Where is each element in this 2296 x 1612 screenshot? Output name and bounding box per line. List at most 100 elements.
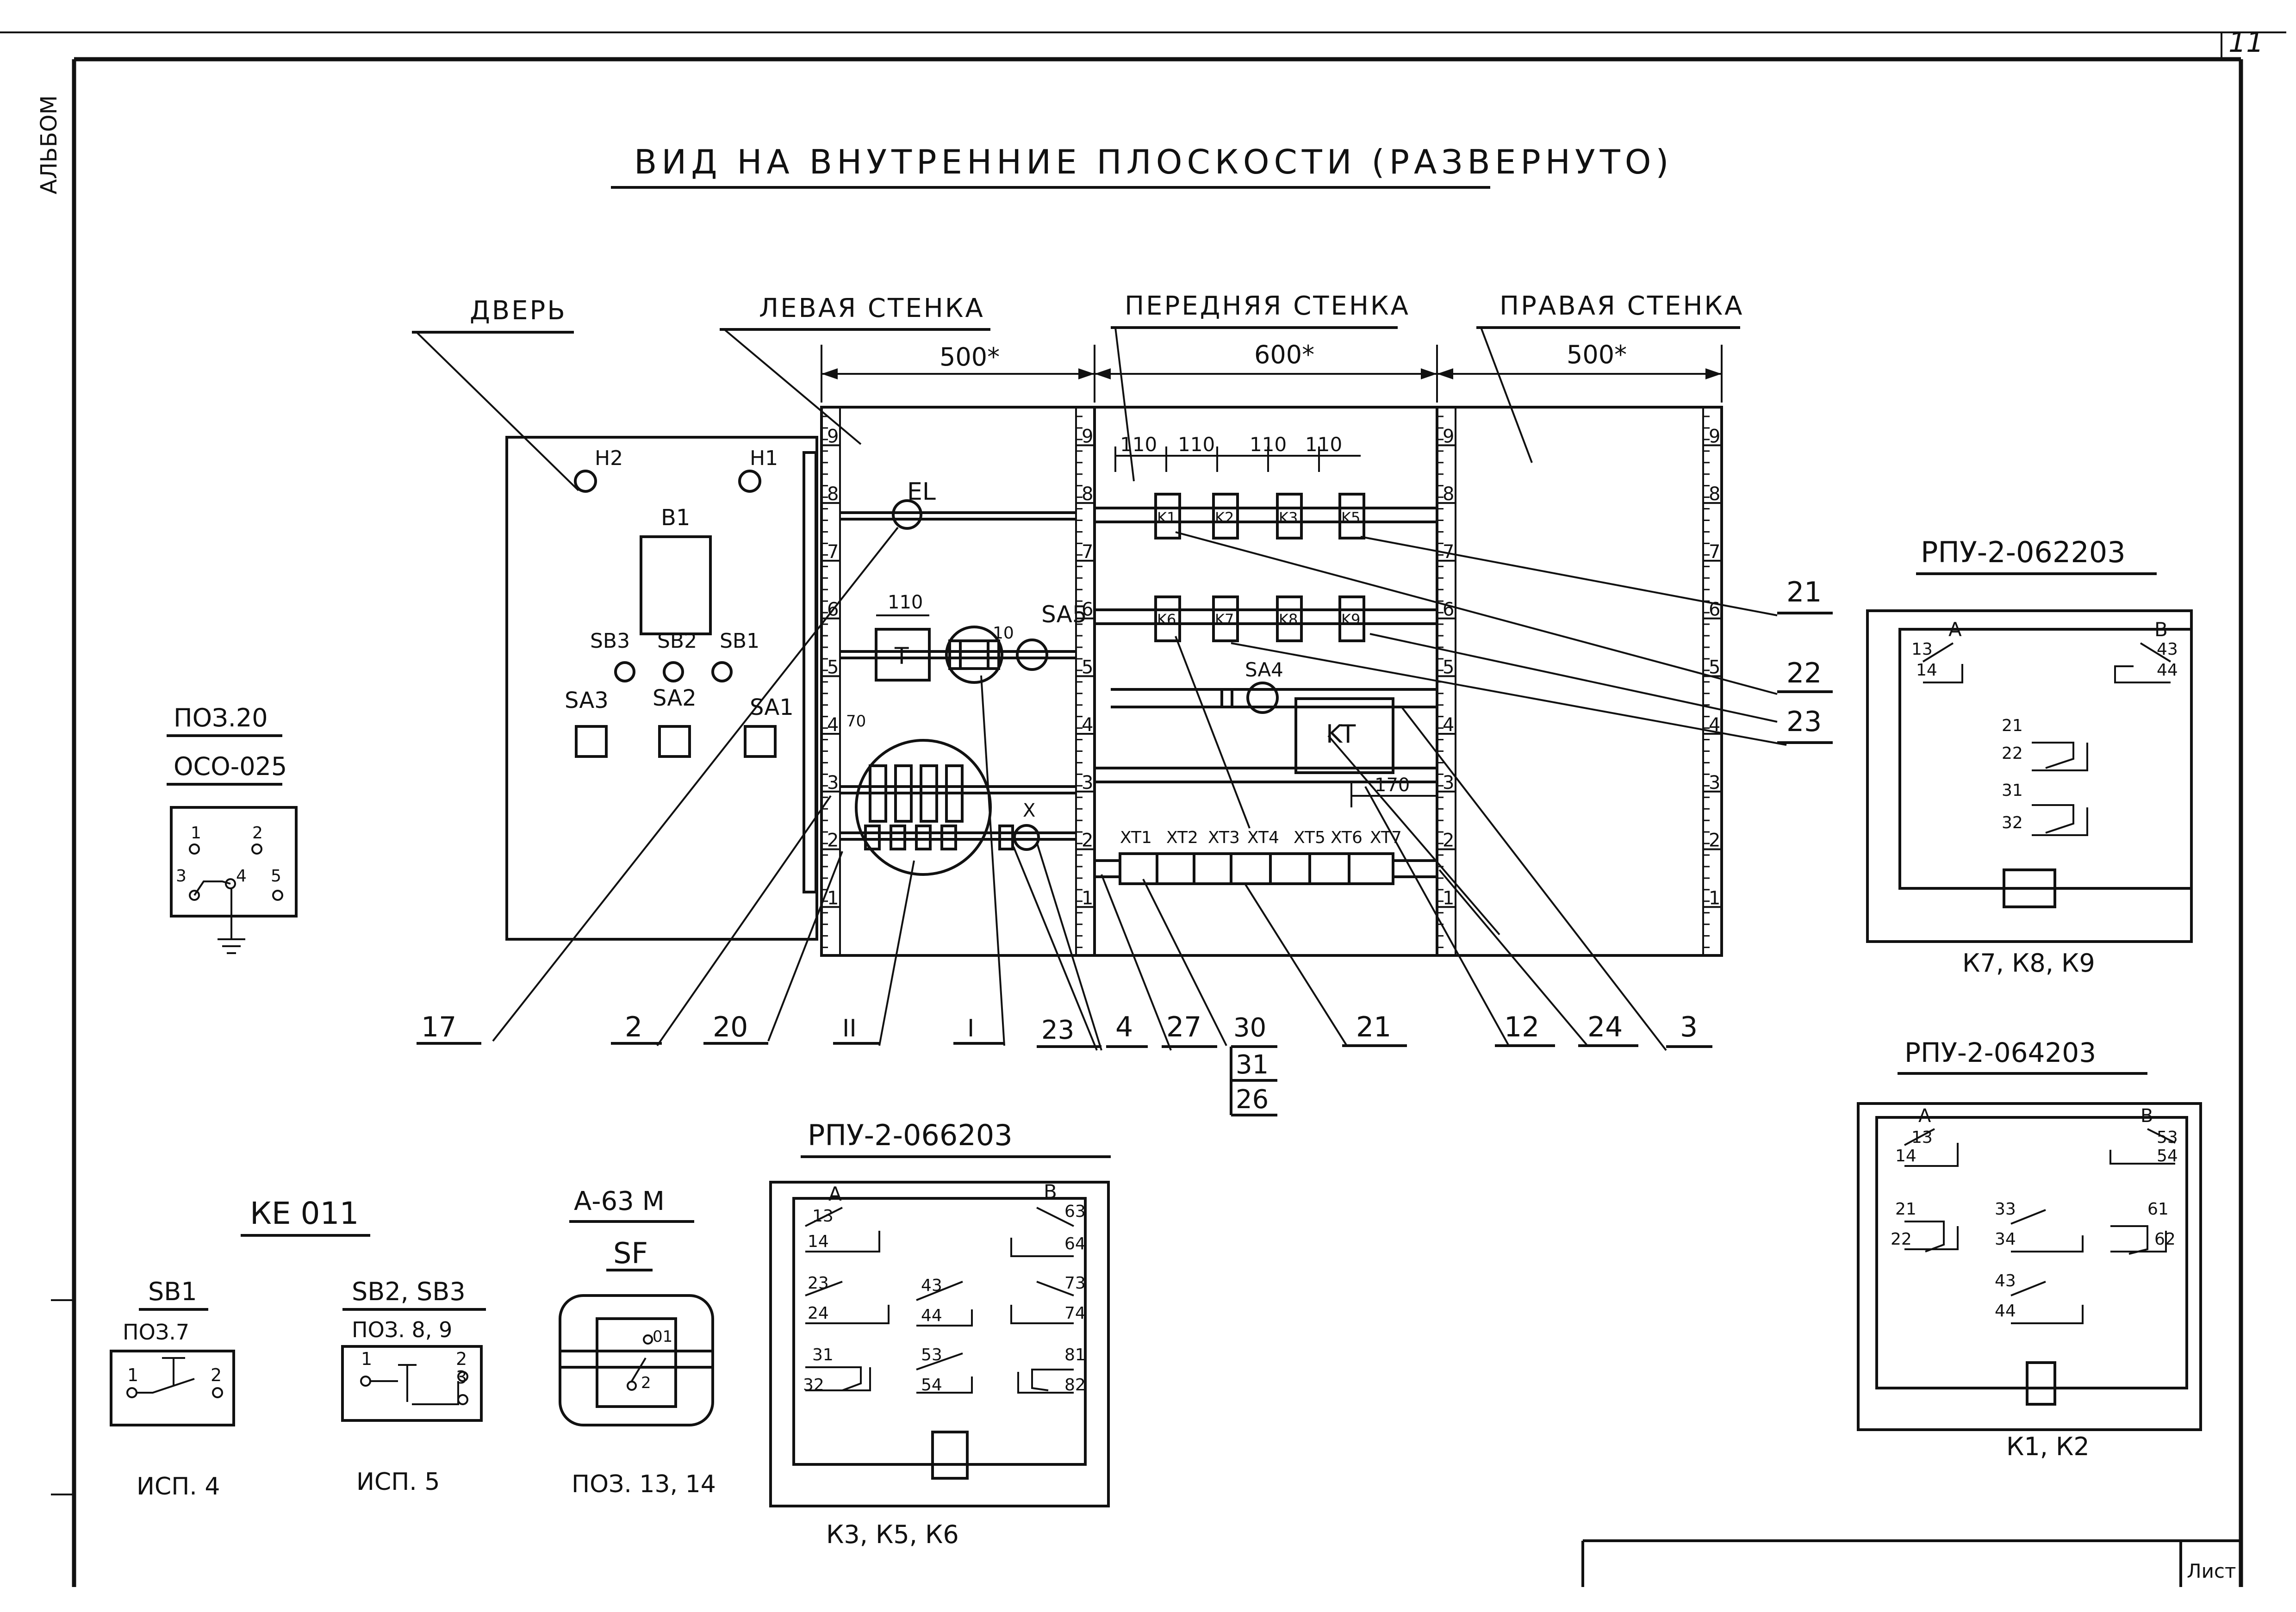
rpu-064203-symbol (1857, 1102, 2202, 1431)
callout-22-right: 22 (1786, 657, 1822, 689)
fuse-1 (945, 626, 1003, 684)
rpu-066203-53: 53 (921, 1345, 942, 1364)
callout-21-right: 21 (1786, 576, 1822, 608)
rpu-066203-73: 73 (1064, 1274, 1086, 1293)
dim-kt-offset: 170 (1375, 775, 1410, 796)
ke011-sb23-name: SB2, SB3 (352, 1277, 466, 1306)
sheet-label: Лист (2187, 1560, 2236, 1582)
rpu-066203-24: 24 (808, 1304, 829, 1323)
rpu-066203-63: 63 (1064, 1202, 1086, 1221)
callout-21-bottom: 21 (1356, 1011, 1391, 1043)
callout-I: I (967, 1015, 974, 1042)
label-h2: H2 (595, 446, 623, 470)
a63m-poz: ПОЗ. 13, 14 (572, 1470, 716, 1498)
label-k2: K2 (1215, 509, 1234, 527)
label-k8: K8 (1279, 611, 1298, 628)
rpu-064203-53: 53 (2157, 1128, 2178, 1147)
ruler-number-left-wall-left-3: 3 (827, 772, 839, 794)
oso-pin-2: 2 (252, 824, 263, 843)
rpu-066203-82: 82 (1064, 1376, 1086, 1395)
dim-front-width: 600* (1254, 340, 1314, 369)
ruler-number-right-wall-right-1: 1 (1709, 887, 1720, 909)
kt-offset-dim (1350, 782, 1437, 807)
ruler-number-right-wall-right-5: 5 (1709, 657, 1720, 678)
sb1-pin-1: 1 (127, 1365, 138, 1385)
label-sa3: SA3 (565, 688, 609, 713)
ke011-sb1-name: SB1 (148, 1277, 197, 1306)
rpu-066203-b: B (1044, 1180, 1057, 1203)
rpu-062203-21: 21 (2002, 716, 2023, 735)
ruler-number-left-wall-right-5: 5 (1082, 657, 1093, 678)
label-t: T (894, 643, 909, 670)
label-x: X (1023, 800, 1035, 821)
ruler-ticks (821, 415, 1722, 949)
rpu-066203-title: РПУ-2-066203 (808, 1118, 1013, 1152)
ke011-sb23-poz: ПОЗ. 8, 9 (352, 1317, 452, 1342)
ruler-number-left-wall-right-3: 3 (1082, 772, 1093, 794)
rpu-066203-74: 74 (1064, 1304, 1086, 1323)
ruler-number-front-wall-right-2: 2 (1443, 830, 1454, 851)
callout-2: 2 (625, 1011, 642, 1043)
ruler-number-right-wall-right-3: 3 (1709, 772, 1720, 794)
overall-dimensions (821, 345, 1723, 403)
callout-20: 20 (713, 1011, 748, 1043)
label-k5: K5 (1341, 509, 1360, 527)
ruler-number-left-wall-left-8: 8 (827, 484, 839, 505)
label-kt: KT (1326, 719, 1356, 749)
ruler-number-front-wall-right-9: 9 (1443, 426, 1454, 447)
oso-pin-3: 3 (176, 867, 187, 886)
a63m-pin-01: 01 (653, 1327, 672, 1346)
ruler-number-front-wall-right-8: 8 (1443, 484, 1454, 505)
label-xt1: XT1 (1120, 828, 1152, 847)
ruler-number-left-wall-left-1: 1 (827, 887, 839, 909)
left-wall-heading: ЛЕВАЯ СТЕНКА (759, 293, 985, 323)
rpu-066203-81: 81 (1064, 1345, 1086, 1364)
drawing-title: ВИД НА ВНУТРЕННИЕ ПЛОСКОСТИ (РАЗВЕРНУТО) (634, 143, 1674, 181)
oso-pin-5: 5 (271, 867, 281, 886)
oso-pin-1: 1 (191, 824, 201, 843)
sb1-pin-2: 2 (211, 1365, 222, 1385)
rpu-064203-b: B (2140, 1105, 2153, 1127)
rpu-062203-43: 43 (2157, 640, 2178, 659)
dim-relay-4: 110 (1305, 433, 1342, 456)
front-wall-heading: ПЕРЕДНЯЯ СТЕНКА (1125, 291, 1410, 321)
callout-23: 23 (1041, 1015, 1074, 1045)
ruler-number-left-wall-right-4: 4 (1082, 714, 1093, 736)
ruler-number-right-wall-right-8: 8 (1709, 484, 1720, 505)
rpu-064203-33: 33 (1995, 1200, 2016, 1219)
ruler-number-front-wall-right-6: 6 (1443, 599, 1454, 620)
label-k6: K6 (1157, 611, 1176, 628)
label-k1: K1 (1157, 509, 1176, 527)
dim-relay-3: 110 (1250, 433, 1287, 456)
ruler-number-front-wall-right-5: 5 (1443, 657, 1454, 678)
poz20-title: ПОЗ.20 (174, 703, 268, 732)
relays-mid-row (1154, 595, 1365, 642)
ruler-number-left-wall-right-9: 9 (1082, 426, 1093, 447)
circuit-breakers-group (855, 739, 1014, 876)
rpu-064203-54: 54 (2157, 1147, 2178, 1166)
rpu-066203-14: 14 (808, 1232, 829, 1251)
terminal-block (1119, 852, 1394, 885)
rpu-066203-a: A (828, 1183, 842, 1205)
ke011-sb1-variant: ИСП. 4 (137, 1473, 220, 1500)
callout-II: II (842, 1015, 857, 1042)
sb23-button-symbol (341, 1345, 483, 1422)
ruler-number-left-wall-left-2: 2 (827, 830, 839, 851)
dim-right-width: 500* (1567, 340, 1627, 369)
ke011-sb23-variant: ИСП. 5 (356, 1468, 440, 1496)
dim-relay-1: 110 (1120, 433, 1157, 456)
label-sa4: SA4 (1245, 658, 1283, 681)
right-wall-heading: ПРАВАЯ СТЕНКА (1500, 291, 1744, 321)
ruler-number-front-wall-right-3: 3 (1443, 772, 1454, 794)
callout-27: 27 (1166, 1011, 1201, 1043)
label-k7: K7 (1215, 611, 1234, 628)
callout-23-right: 23 (1786, 706, 1822, 738)
page-number: 11 (2228, 26, 2264, 59)
ruler-number-left-wall-right-8: 8 (1082, 484, 1093, 505)
label-sa5: SA5 (1041, 601, 1087, 628)
a63m-code: SF (613, 1236, 648, 1270)
rpu-062203-b: B (2154, 618, 2168, 641)
sheet-frame (0, 31, 2286, 1587)
rpu-066203-13: 13 (812, 1207, 834, 1226)
